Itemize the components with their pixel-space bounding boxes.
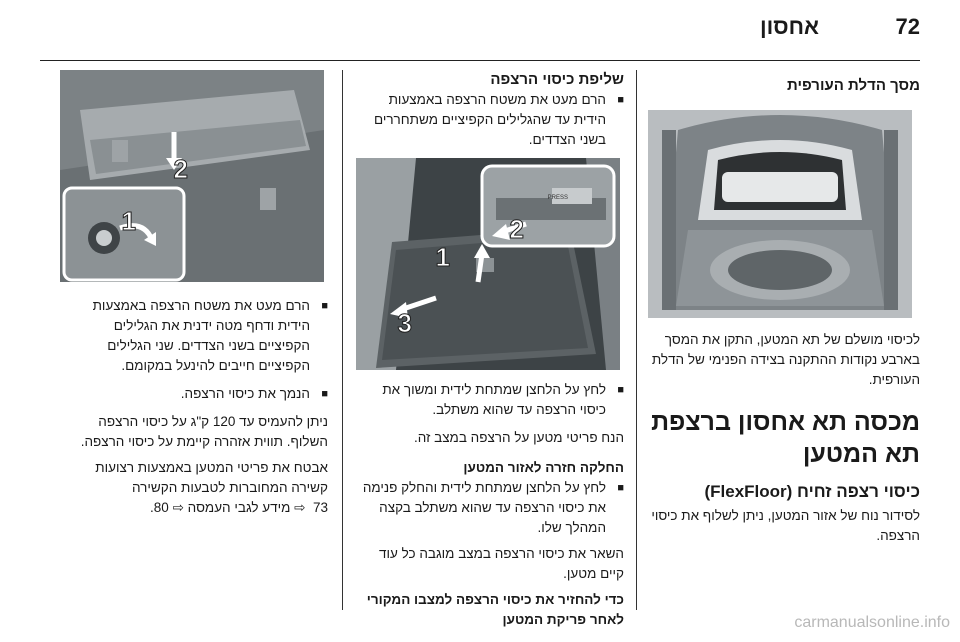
callout-2: 2 bbox=[510, 214, 524, 244]
restore-heading: כדי להחזיר את כיסוי הרצפה למצבו המקורי ל… bbox=[366, 592, 624, 627]
storage-cover-heading: מכסה תא אחסון ברצפת תא המטען bbox=[651, 408, 920, 468]
lower-step-1: הרם מעט את משטח הרצפה באמצעות הידית ודחף… bbox=[60, 296, 328, 376]
flexfloor-heading: כיסוי רצפה זחיח (FlexFloor) bbox=[704, 482, 920, 501]
left-column: 1 2 הרם מעט את משטח הרצפה באמצעות הידית … bbox=[60, 70, 328, 524]
lower-step-2: הנמך את כיסוי הרצפה. bbox=[60, 384, 328, 404]
lower-cover-photo: 1 2 bbox=[60, 70, 324, 282]
cross-reference[interactable]: ‎ 73 ⇨ מידע לגבי העמסה ⇨ 80. bbox=[150, 500, 328, 515]
pull-out-heading: שליפת כיסוי הרצפה bbox=[490, 71, 624, 88]
callout-1: 1 bbox=[436, 242, 450, 272]
page-number: 72 bbox=[895, 14, 920, 39]
column-divider-right bbox=[636, 70, 637, 610]
column-divider-left bbox=[342, 70, 343, 610]
press-label: PRESS bbox=[548, 195, 568, 201]
section-title: אחסון bbox=[760, 14, 820, 39]
header-rule bbox=[40, 60, 920, 61]
tailgate-screen-heading: מסך הדלת העורפית bbox=[786, 77, 920, 94]
callout-3: 3 bbox=[398, 308, 412, 338]
callout-1-lower: 1 bbox=[122, 206, 136, 236]
tailgate-screen-text: לכיסוי מושלם של תא המטען, התקן את המסך ב… bbox=[651, 332, 920, 387]
slide-back-step: לחץ על הלחצן שמתחת לידית והחלק פנימה את … bbox=[356, 478, 624, 538]
watermark: carmanualsonline.info bbox=[794, 614, 950, 631]
tailgate-screen-photo bbox=[648, 110, 912, 318]
flexfloor-text: לסידור נוח של אזור המטען, ניתן לשלוף את … bbox=[651, 508, 920, 543]
right-column: מסך הדלת העורפית לכיסוי מושלם של תא המטע… bbox=[648, 70, 920, 552]
secure-cargo-main: אבטח את פריטי המטען באמצעות רצועות קשירה… bbox=[95, 460, 328, 495]
middle-column: שליפת כיסוי הרצפה הרם מעט את משטח הרצפה … bbox=[356, 70, 624, 630]
pull-out-step-1: הרם מעט את משטח הרצפה באמצעות הידית עד ש… bbox=[356, 90, 624, 150]
pull-out-step-2: לחץ על הלחצן שמתחת לידית ומשוך את כיסוי … bbox=[356, 380, 624, 420]
pull-out-photo: PRESS 1 2 3 bbox=[356, 158, 620, 370]
secure-cargo-text: אבטח את פריטי המטען באמצעות רצועות קשירה… bbox=[60, 458, 328, 498]
slide-back-heading: החלקה חזרה לאזור המטען bbox=[463, 460, 624, 475]
raised-note: השאר את כיסוי הרצפה במצב מוגבה כל עוד קי… bbox=[379, 546, 624, 581]
callout-2-lower: 2 bbox=[174, 154, 188, 184]
max-load-text: ניתן להעמיס עד 120 ק"ג על כיסוי הרצפה הש… bbox=[80, 414, 328, 449]
load-note: הנח פריטי מטען על הרצפה במצב זה. bbox=[413, 430, 624, 445]
